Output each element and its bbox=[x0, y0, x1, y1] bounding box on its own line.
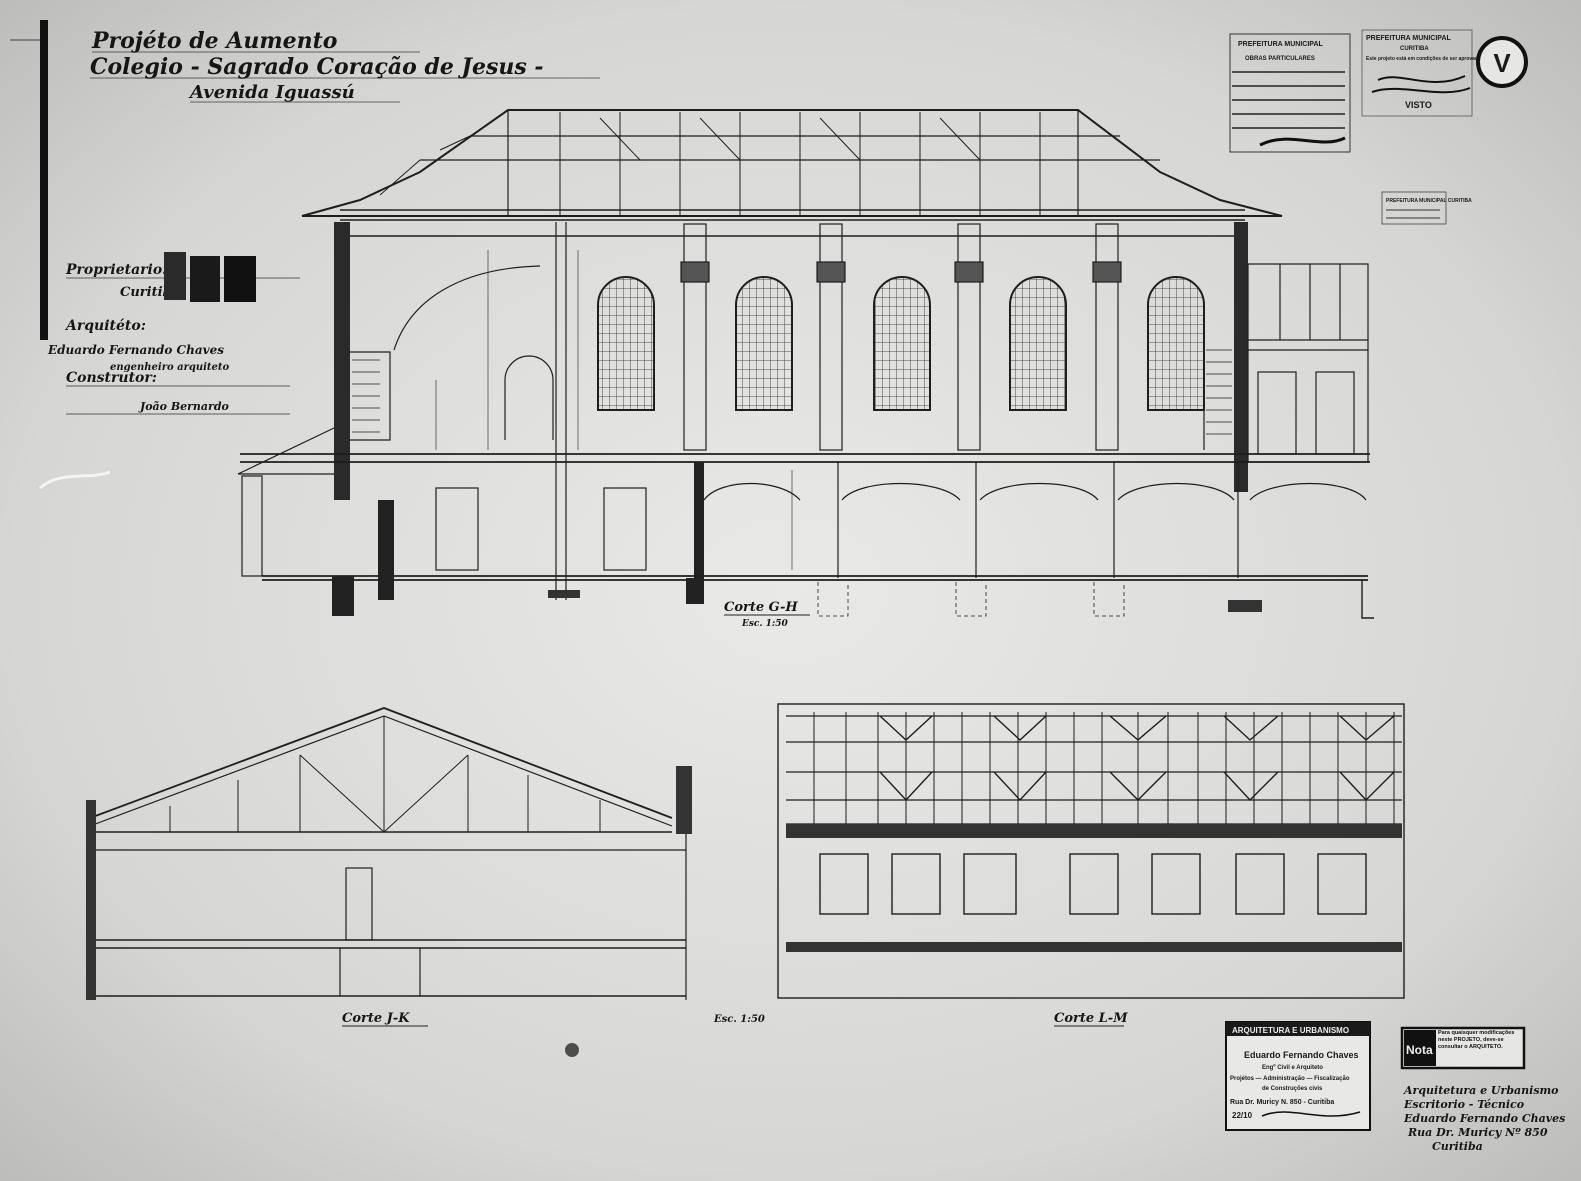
builder-value: João Bernardo bbox=[138, 400, 229, 413]
office-address: Rua Dr. Muricy N. 850 - Curitiba bbox=[1230, 1099, 1334, 1106]
owner-label: Proprietario: bbox=[65, 262, 167, 278]
left-binding-edge bbox=[40, 20, 48, 340]
svg-text:PREFEITURA MUNICIPAL: PREFEITURA MUNICIPAL bbox=[1238, 41, 1324, 48]
left-section-drawing bbox=[86, 707, 692, 1000]
builder-label: Construtor: bbox=[66, 370, 157, 386]
sheet-number: V bbox=[1493, 48, 1511, 78]
left-section-caption: Corte J-K bbox=[342, 1011, 410, 1026]
title-line-3: Avenida Iguassú bbox=[188, 82, 355, 103]
signature-line-4: Rua Dr. Muricy Nº 850 bbox=[1407, 1126, 1548, 1139]
lower-arcade bbox=[703, 482, 1367, 501]
svg-text:PREFEITURA MUNICIPAL: PREFEITURA MUNICIPAL bbox=[1366, 35, 1452, 42]
tax-stamp-1 bbox=[164, 252, 186, 300]
svg-text:Este projeto está em condições: Este projeto está em condições de ser ap… bbox=[1366, 56, 1483, 62]
signature-line-2: Escritorio - Técnico bbox=[1403, 1098, 1524, 1111]
architect-value: Eduardo Fernando Chaves bbox=[47, 343, 224, 357]
right-section-caption: Corte L-M bbox=[1054, 1011, 1128, 1026]
small-stamp: PREFEITURA MUNICIPAL CURITIBA bbox=[1381, 191, 1472, 225]
sheet-number-badge: V bbox=[1476, 36, 1528, 88]
prefeitura-stamp-2: PREFEITURA MUNICIPAL CURITIBA Este proje… bbox=[1361, 29, 1483, 117]
svg-text:OBRAS PARTICULARES: OBRAS PARTICULARES bbox=[1245, 56, 1315, 62]
signature-block: Arquitetura e Urbanismo Escritorio - Téc… bbox=[1403, 1084, 1565, 1153]
nota-stamp: Nota Para quaisquer modificações neste P… bbox=[1400, 1026, 1526, 1070]
roof-trusses bbox=[379, 112, 1041, 216]
signature-line-1: Arquitetura e Urbanismo bbox=[1403, 1084, 1559, 1097]
office-services: Projétos — Administração — Fiscalização bbox=[1230, 1076, 1350, 1082]
owner-architect-block: Proprietario: Curitiba Arquitéto: Eduard… bbox=[47, 252, 300, 415]
tax-stamp-2 bbox=[190, 256, 220, 302]
right-wall bbox=[1234, 222, 1248, 492]
signature-line-5: Curitiba bbox=[1432, 1140, 1483, 1153]
ink-stain bbox=[565, 1043, 579, 1057]
office-role: Engº Civil e Arquiteto bbox=[1262, 1065, 1323, 1071]
svg-text:PREFEITURA MUNICIPAL CURITIBA: PREFEITURA MUNICIPAL CURITIBA bbox=[1386, 198, 1472, 204]
signature-line-3: Eduardo Fernando Chaves bbox=[1403, 1112, 1565, 1125]
title-block: Projéto de Aumento Colegio - Sagrado Cor… bbox=[90, 28, 600, 103]
title-line-2: Colegio - Sagrado Coração de Jesus - bbox=[90, 54, 544, 80]
prefeitura-stamp-1: PREFEITURA MUNICIPAL OBRAS PARTICULARES bbox=[1229, 33, 1351, 153]
white-scratch bbox=[38, 470, 111, 490]
nota-label: Nota bbox=[1406, 1043, 1433, 1057]
panel-boxes bbox=[819, 853, 1367, 915]
arched-windows bbox=[597, 276, 1205, 411]
visto-label: VISTO bbox=[1405, 100, 1432, 110]
title-line-1: Projéto de Aumento bbox=[91, 28, 337, 54]
office-services-2: de Construções civis bbox=[1262, 1086, 1323, 1092]
main-section-scale: Esc. 1:50 bbox=[741, 619, 789, 629]
office-footer-number: 22/10 bbox=[1232, 1111, 1253, 1120]
architect-label: Arquitéto: bbox=[64, 318, 146, 334]
architect-subtitle: engenheiro arquiteto bbox=[110, 362, 230, 373]
left-section-scale: Esc. 1:50 bbox=[713, 1014, 765, 1025]
main-section-drawing bbox=[237, 109, 1374, 619]
right-section-drawing bbox=[777, 703, 1405, 999]
office-heading: ARQUITETURA E URBANISMO bbox=[1232, 1026, 1349, 1035]
nota-text: Para quaisquer modificações neste PROJET… bbox=[1438, 1030, 1515, 1050]
pilasters bbox=[680, 223, 1122, 451]
tax-stamp-3 bbox=[224, 256, 256, 302]
office-name: Eduardo Fernando Chaves bbox=[1244, 1050, 1359, 1060]
truss-roof bbox=[89, 707, 673, 819]
office-stamp: ARQUITETURA E URBANISMO Eduardo Fernando… bbox=[1225, 1021, 1371, 1131]
main-section-caption: Corte G-H bbox=[724, 600, 798, 615]
left-wall bbox=[334, 222, 350, 500]
svg-text:CURITIBA: CURITIBA bbox=[1400, 46, 1429, 52]
